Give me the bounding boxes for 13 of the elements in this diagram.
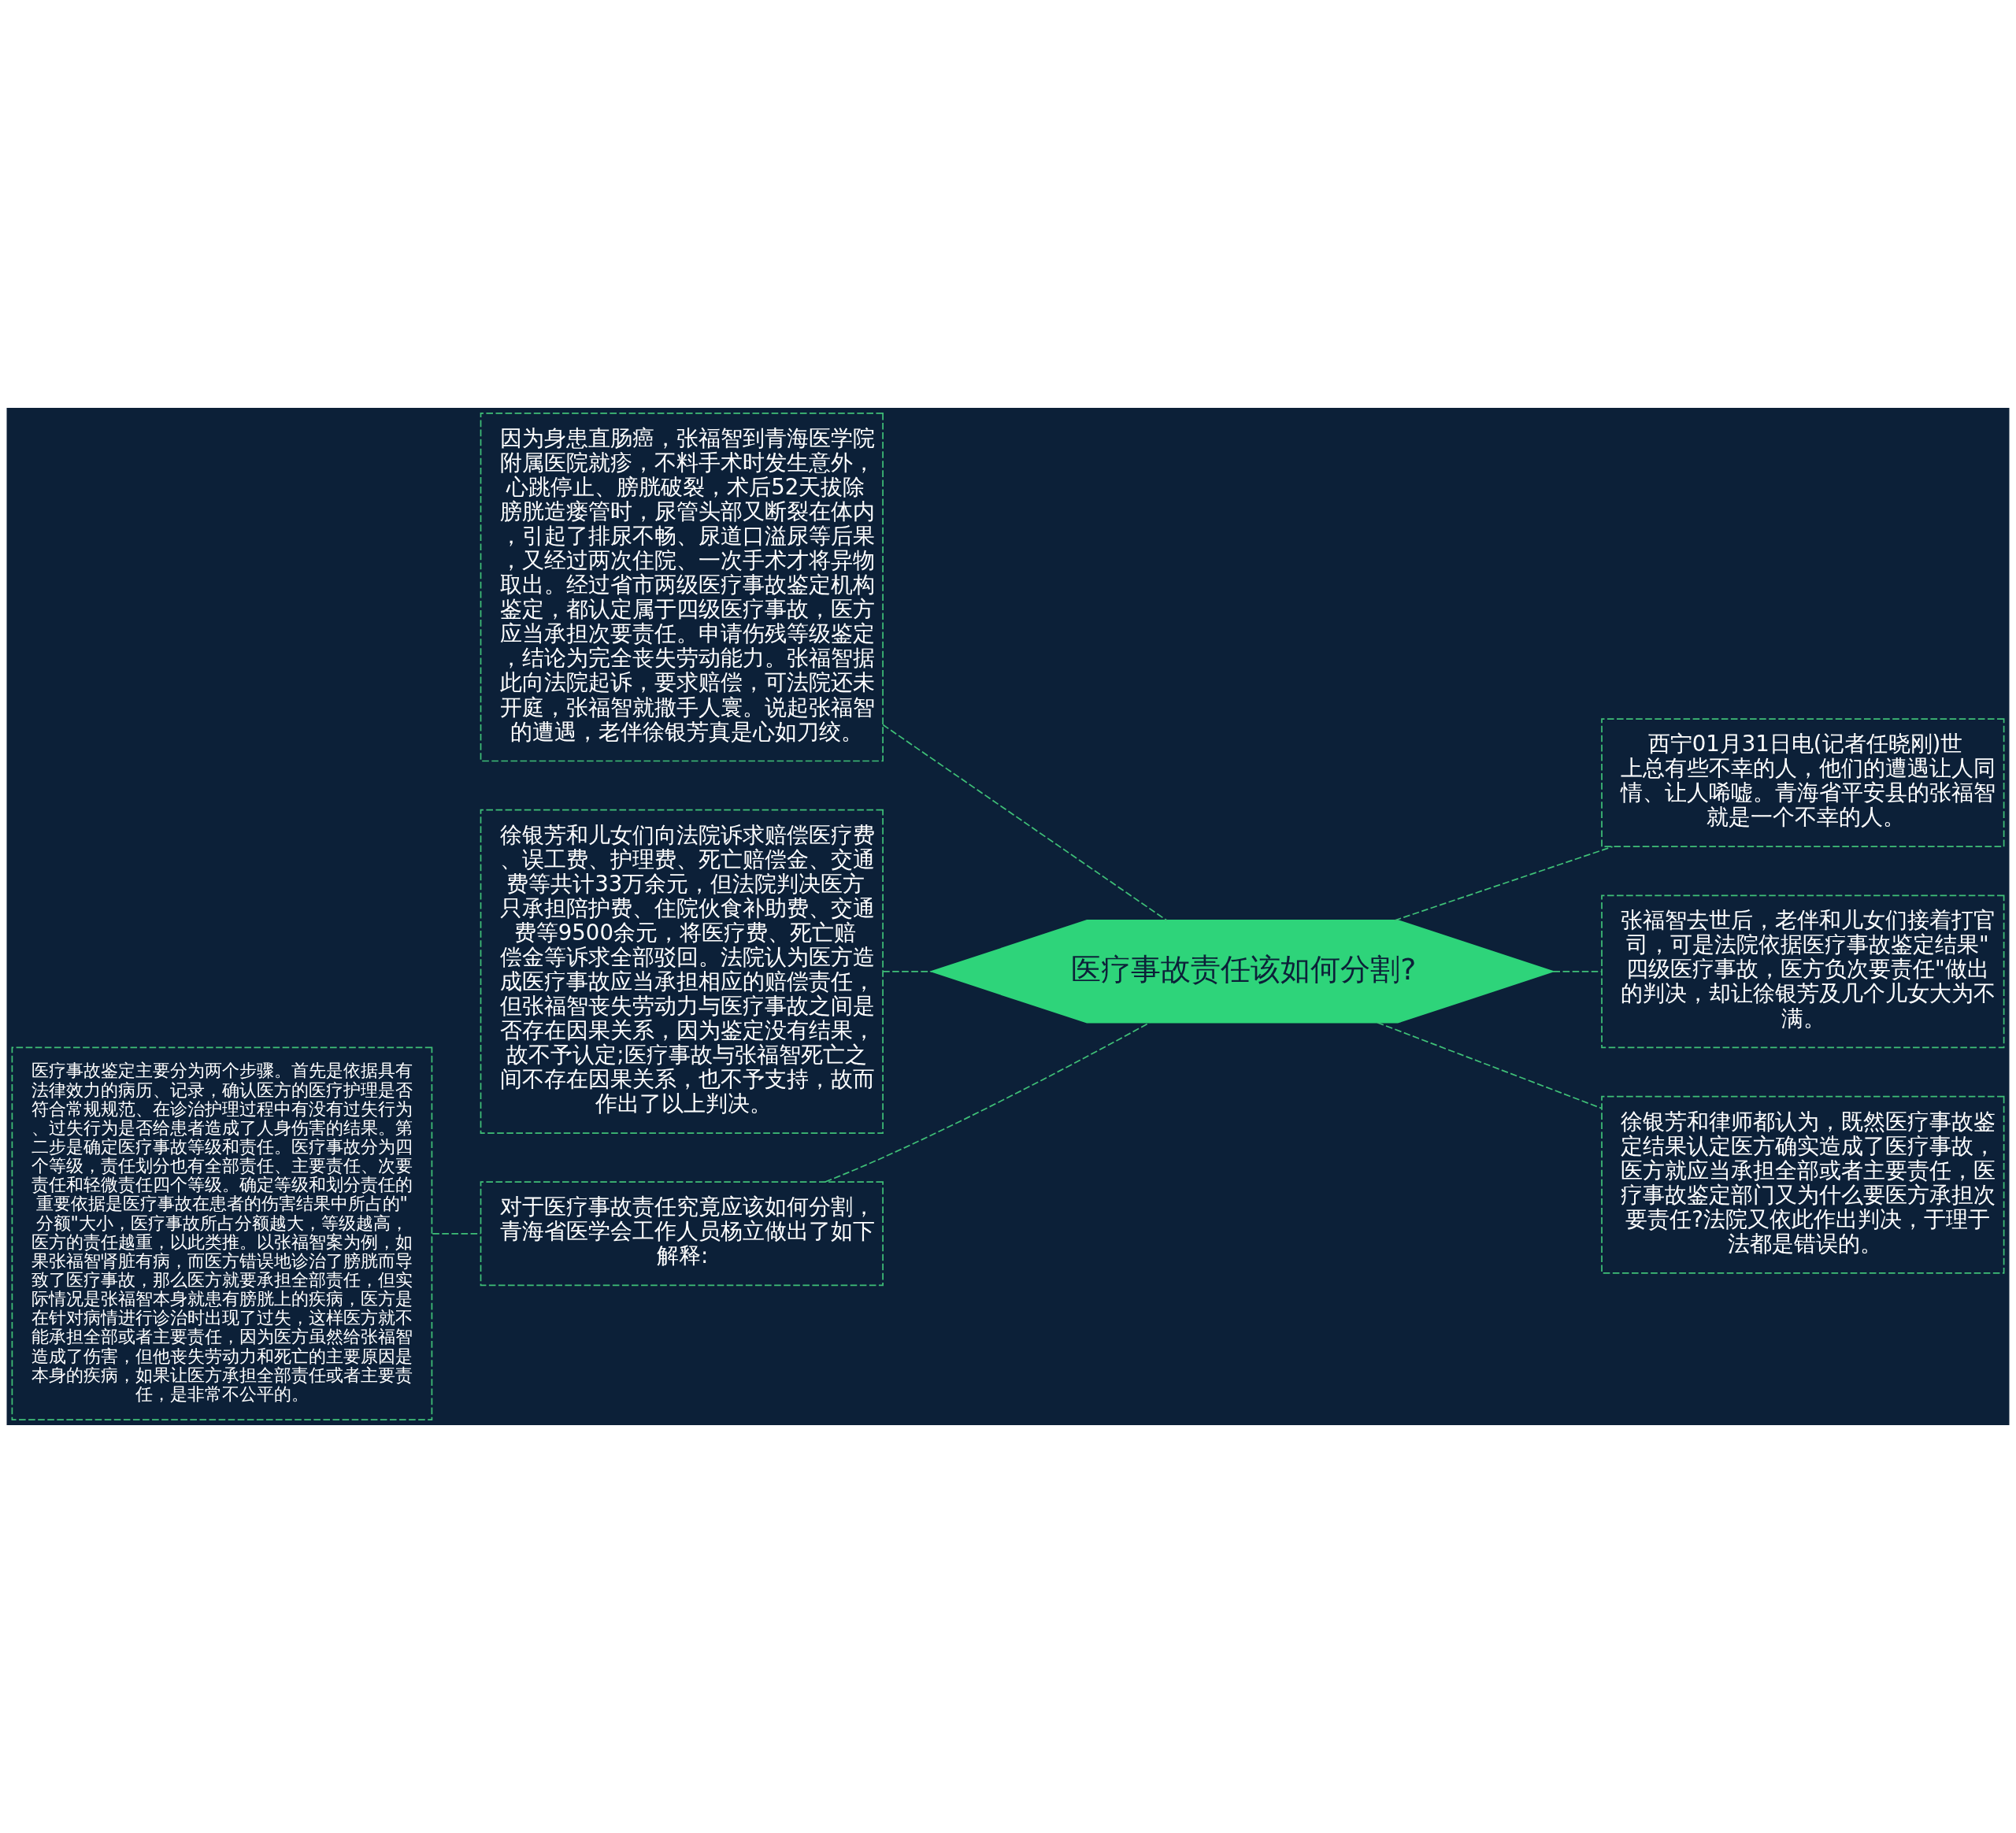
node-box: 徐银芳和儿女们向法院诉求赔偿医疗费、误工费、护理费、死亡赔偿金、交通费等共计33万余元，但法院判决医方只承担陪护费、住院伙食补助费、交通费等9500余元，将医疗费、死亡赔偿金等诉求全部驳回。法院认为医方造成医疗事故应当承担相应的赔偿责任，但张福智丧失劳动力与医疗事故之间是否存在因果关系，因为鉴定没有结果，故不予认定;医疗事故与张福智死亡之间不存在因果关系，也不予支持，故而作出了以上判决。 [480,809,884,1134]
connector [1394,846,1614,921]
connector [882,971,932,972]
connector [825,1022,1151,1183]
node-box: 对于医疗事故责任究竟应该如何分割，青海省医学会工作人员杨立做出了如下解释: [480,1181,884,1287]
connector [1552,971,1603,972]
connector [882,724,1168,921]
node-box: 徐银芳和律师都认为，既然医疗事故鉴定结果认定医方确实造成了医疗事故，医方就应当承担全部或者主要责任，医疗事故鉴定部门又为什么要医方承担次要责任?法院又依此作出判决，于理于法都是错误的。 [1601,1095,2005,1274]
node-box: 医疗事故鉴定主要分为两个步骤。首先是依据具有法律效力的病历、记录，确认医方的医疗护理是否符合常规规范、在诊治护理过程中有没有过失行为、过失行为是否给患者造成了人身伤害的结果。第二步是确定医疗事故等级和责任。医疗事故分为四个等级，责任划分也有全部责任、主要责任、次要责任和轻微责任四个等级。确定等级和划分责任的重要依据是医疗事故在患者的伤害结果中所占的"分额"大小，医疗事故所占分额越大，等级越高，医方的责任越重，以此类推。以张福智案为例，如果张福智肾脏有病，而医方错误地诊治了膀胱而导致了医疗事故，那么医方就要承担全部责任，但实际情况是张福智本身就患有膀胱上的疾病，医方是在针对病情进行诊治时出现了过失，这样医方就不能承担全部或者主要责任，因为医方虽然给张福智造成了伤害，但他丧失劳动力和死亡的主要原因是本身的疾病，如果让医方承担全部责任或者主要责任，是非常不公平的。 [11,1046,433,1420]
node-box: 张福智去世后，老伴和儿女们接着打官司，可是法院依据医疗事故鉴定结果"四级医疗事故，医方负次要责任"做出的判决，却让徐银芳及几个儿女大为不满。 [1601,894,2005,1049]
node-box: 西宁01月31日电(记者任晓刚)世上总有些不幸的人，他们的遭遇让人同情、让人唏嘘。青海省平安县的张福智就是一个不幸的人。 [1601,718,2005,847]
connector [1377,1021,1603,1109]
node-box: 因为身患直肠癌，张福智到青海医学院附属医院就疹，不料手术时发生意外，心跳停止、膀胱破裂，术后52天拔除膀胱造瘘管时，尿管头部又断裂在体内，引起了排尿不畅、尿道口溢尿等后果，又经过两次住院、一次手术才将异物取出。经过省市两级医疗事故鉴定机构鉴定，都认定属于四级医疗事故，医方应当承担次要责任。申请伤残等级鉴定，结论为完全丧失劳动能力。张福智据此向法院起诉，要求赔偿，可法院还未开庭，张福智就撒手人寰。说起张福智的遭遇，老伴徐银芳真是心如刀绞。 [480,413,884,762]
